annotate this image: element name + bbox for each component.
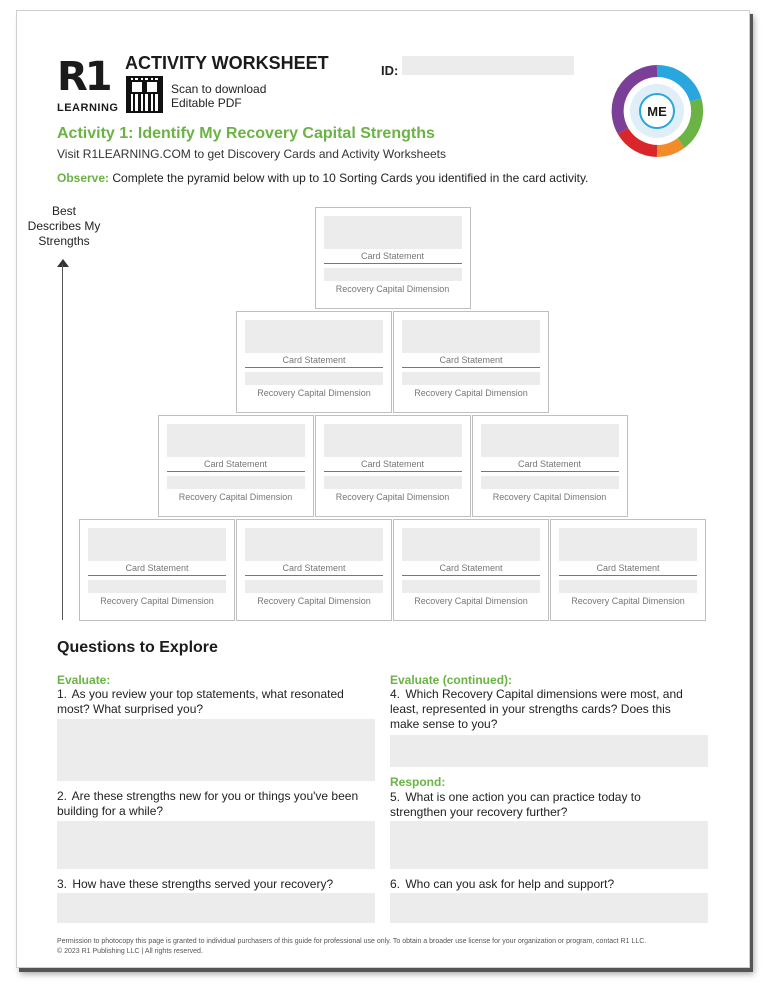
- card-statement-label: Card Statement: [323, 251, 462, 264]
- qr-caption: Scan to download Editable PDF: [171, 82, 266, 110]
- wheel-center-label: ME: [647, 104, 667, 119]
- question-2: 2. Are these strengths new for you or th…: [57, 789, 359, 818]
- card-statement-label: Card Statement: [402, 563, 540, 576]
- answer-1-field[interactable]: [57, 719, 375, 781]
- card-statement-field[interactable]: [402, 528, 540, 561]
- card-dimension-field[interactable]: [245, 580, 383, 593]
- question-1: 1. As you review your top statements, wh…: [57, 687, 344, 716]
- worksheet-title: ACTIVITY WORKSHEET: [125, 53, 329, 73]
- card-statement-label: Card Statement: [402, 355, 540, 368]
- card-dimension-field[interactable]: [323, 268, 462, 281]
- questions-title: Questions to Explore: [57, 639, 218, 656]
- up-arrow-icon: [57, 259, 69, 267]
- card-statement-field[interactable]: [480, 424, 619, 457]
- logo-wordmark: LEARNING: [57, 102, 119, 114]
- card-dimension-label: Recovery Capital Dimension: [414, 388, 528, 398]
- evaluate-heading: Evaluate:: [57, 673, 111, 687]
- card-dimension-field[interactable]: [245, 372, 383, 385]
- card-statement-label: Card Statement: [323, 459, 462, 472]
- pyramid-axis-label: Best Describes My Strengths: [27, 204, 101, 248]
- answer-5-field[interactable]: [390, 821, 708, 869]
- card-statement-label: Card Statement: [559, 563, 697, 576]
- card-dimension-label: Recovery Capital Dimension: [492, 492, 607, 502]
- worksheet-page: R1 LEARNING ACTIVITY WORKSHEET Scan to d…: [16, 10, 750, 968]
- observe-label: Observe:: [57, 171, 110, 185]
- card-dimension-field[interactable]: [323, 476, 462, 489]
- card-dimension-label: Recovery Capital Dimension: [257, 388, 371, 398]
- qr-code-icon[interactable]: [126, 76, 163, 113]
- card-dimension-label: Recovery Capital Dimension: [178, 492, 293, 502]
- answer-4-field[interactable]: [390, 735, 708, 767]
- question-3: 3. How have these strengths served your …: [57, 877, 334, 891]
- card-statement-field[interactable]: [88, 528, 226, 561]
- axis-line: [62, 264, 63, 620]
- card-statement-label: Card Statement: [245, 355, 383, 368]
- card-dimension-field[interactable]: [166, 476, 305, 489]
- card-statement-label: Card Statement: [480, 459, 619, 472]
- activity-subtitle: Visit R1LEARNING.COM to get Discovery Ca…: [57, 147, 447, 161]
- card-statement-label: Card Statement: [88, 563, 226, 576]
- card-statement-field[interactable]: [402, 320, 540, 353]
- card-dimension-field[interactable]: [480, 476, 619, 489]
- card-dimension-field[interactable]: [402, 580, 540, 593]
- footer: Permission to photocopy this page is gra…: [57, 937, 697, 957]
- question-4: 4. Which Recovery Capital dimensions wer…: [390, 687, 683, 731]
- card-statement-label: Card Statement: [245, 563, 383, 576]
- answer-3-field[interactable]: [57, 893, 375, 923]
- card-dimension-field[interactable]: [402, 372, 540, 385]
- qr-caption-line2: Editable PDF: [171, 96, 242, 110]
- footer-copyright: © 2023 R1 Publishing LLC | All rights re…: [57, 948, 203, 955]
- card-dimension-field[interactable]: [559, 580, 697, 593]
- answer-2-field[interactable]: [57, 821, 375, 869]
- card-dimension-label: Recovery Capital Dimension: [571, 596, 685, 606]
- card-statement-label: Card Statement: [166, 459, 305, 472]
- card-statement-field[interactable]: [559, 528, 697, 561]
- answer-6-field[interactable]: [390, 893, 708, 923]
- card-dimension-field[interactable]: [88, 580, 226, 593]
- card-dimension-label: Recovery Capital Dimension: [335, 492, 450, 502]
- respond-heading: Respond:: [390, 775, 446, 789]
- card-dimension-label: Recovery Capital Dimension: [100, 596, 214, 606]
- observe-instruction: Observe: Complete the pyramid below with…: [57, 171, 588, 185]
- id-label: ID:: [381, 63, 399, 78]
- observe-text: Complete the pyramid below with up to 10…: [109, 171, 589, 185]
- qr-caption-line1: Scan to download: [171, 82, 267, 96]
- card-statement-field[interactable]: [245, 528, 383, 561]
- card-dimension-label: Recovery Capital Dimension: [414, 596, 528, 606]
- strengths-wheel-icon: ME: [611, 65, 703, 157]
- evaluate-continued-heading: Evaluate (continued):: [390, 673, 513, 687]
- card-statement-field[interactable]: [323, 216, 462, 249]
- r1-logo: R1: [57, 54, 113, 100]
- id-field[interactable]: [402, 56, 574, 75]
- question-6: 6. Who can you ask for help and support?: [390, 877, 615, 891]
- footer-permission: Permission to photocopy this page is gra…: [57, 938, 647, 945]
- question-5: 5. What is one action you can practice t…: [390, 790, 641, 819]
- card-statement-field[interactable]: [323, 424, 462, 457]
- card-dimension-label: Recovery Capital Dimension: [335, 284, 450, 294]
- activity-title: Activity 1: Identify My Recovery Capital…: [57, 125, 435, 142]
- card-statement-field[interactable]: [166, 424, 305, 457]
- card-dimension-label: Recovery Capital Dimension: [257, 596, 371, 606]
- card-statement-field[interactable]: [245, 320, 383, 353]
